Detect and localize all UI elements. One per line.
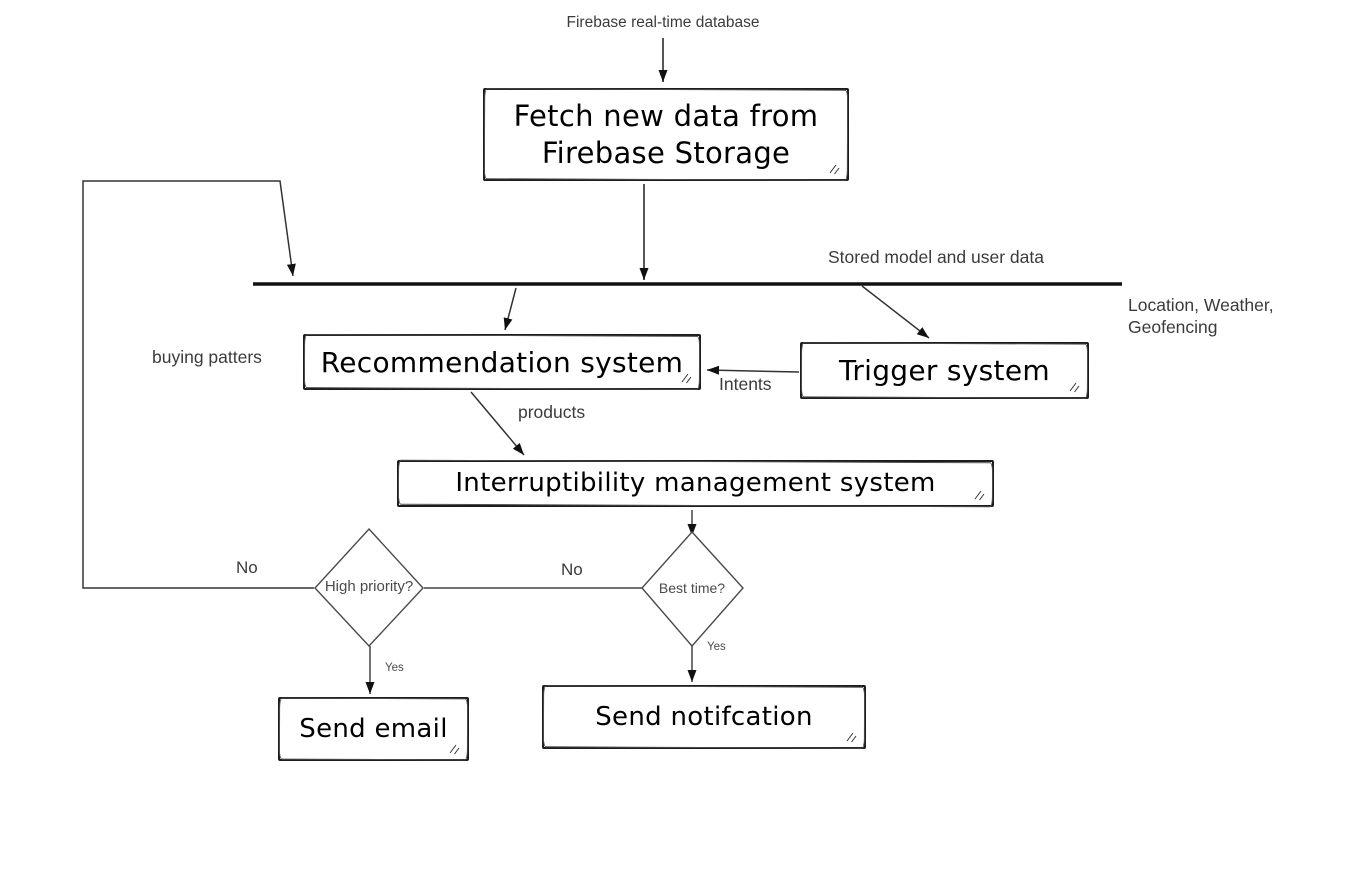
edge-trigger-to-recommendation — [706, 365, 800, 375]
pencil-hatch-icon — [846, 732, 857, 743]
no-left-label: No — [236, 558, 258, 577]
node-trigger-system[interactable]: Trigger system — [800, 342, 1089, 399]
best-time-label[interactable]: Best time? — [658, 580, 726, 596]
stored-model-label: Stored model and user data — [828, 247, 1044, 267]
no-middle-label: No — [561, 560, 583, 579]
pencil-hatch-icon — [449, 744, 460, 755]
node-interruptibility-management[interactable]: Interruptibility management system — [397, 460, 994, 507]
node-label: Send notifcation — [595, 701, 813, 732]
edge-no-feedback-loop — [82, 180, 314, 589]
edge-bus-to-trigger — [861, 285, 930, 339]
node-label: Trigger system — [839, 354, 1050, 387]
intents-label: Intents — [719, 374, 772, 394]
high-priority-diamond[interactable] — [314, 527, 424, 648]
yes-email-label: Yes — [385, 662, 404, 674]
yes-notification-label: Yes — [707, 641, 726, 653]
node-send-notification[interactable]: Send notifcation — [542, 685, 866, 749]
node-recommendation-system[interactable]: Recommendation system — [303, 334, 701, 390]
node-label: Interruptibility management system — [455, 468, 936, 499]
node-label: Fetch new data from Firebase Storage — [513, 99, 819, 170]
edge-recommendation-to-interruptibility — [470, 391, 525, 456]
location-weather-label: Location, Weather, Geofencing — [1128, 295, 1274, 337]
node-fetch-new-data[interactable]: Fetch new data from Firebase Storage — [483, 88, 849, 181]
firebase-database-label: Firebase real-time database — [566, 14, 760, 31]
pencil-hatch-icon — [681, 373, 692, 384]
edge-bus-to-recommendation — [503, 287, 517, 331]
node-send-email[interactable]: Send email — [278, 697, 469, 761]
high-priority-label[interactable]: High priority? — [324, 578, 414, 595]
buying-patters-label: buying patters — [152, 347, 262, 367]
best-time-diamond[interactable] — [641, 530, 744, 648]
pencil-hatch-icon — [829, 164, 840, 175]
pencil-hatch-icon — [974, 490, 985, 501]
node-label: Recommendation system — [320, 345, 684, 379]
pencil-hatch-icon — [1069, 382, 1080, 393]
products-label: products — [518, 402, 586, 422]
node-label: Send email — [299, 713, 448, 744]
